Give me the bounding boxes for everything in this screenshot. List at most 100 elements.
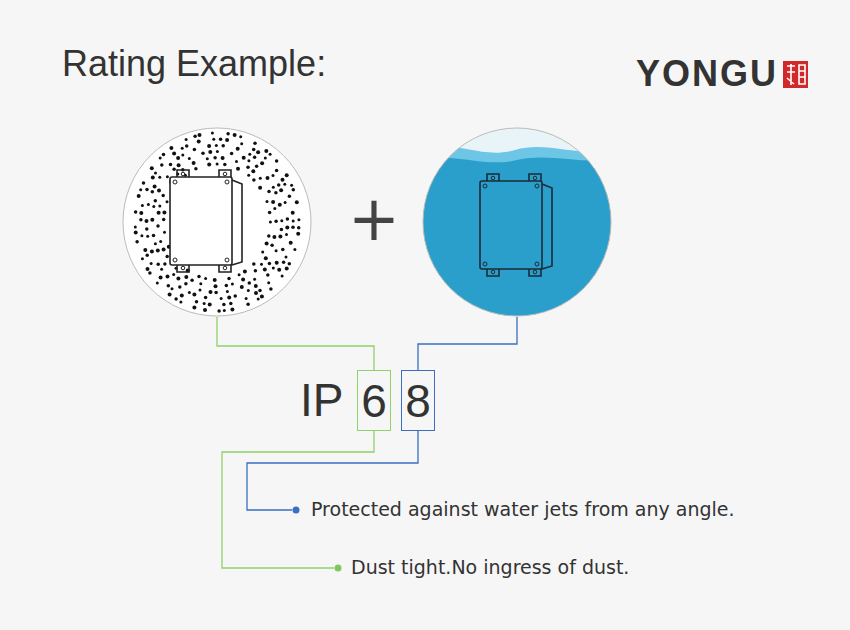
dust-dot bbox=[150, 218, 154, 222]
enclosure-icon bbox=[170, 170, 242, 272]
dust-dot bbox=[172, 167, 176, 171]
dust-dot bbox=[266, 200, 269, 203]
dust-dot bbox=[227, 277, 231, 281]
enclosure-icon bbox=[480, 174, 552, 276]
dust-dot bbox=[246, 303, 250, 307]
dust-dot bbox=[159, 276, 163, 280]
dust-dot bbox=[176, 156, 180, 160]
dust-dot bbox=[266, 176, 270, 180]
dust-dot bbox=[229, 302, 233, 306]
dust-dot bbox=[254, 291, 258, 295]
dust-dot bbox=[267, 190, 271, 194]
dust-dot bbox=[221, 156, 225, 160]
dust-dot bbox=[252, 148, 256, 152]
dust-dot bbox=[184, 282, 188, 286]
dust-dot bbox=[199, 288, 202, 291]
dust-dot bbox=[166, 275, 170, 279]
dust-dot bbox=[275, 261, 279, 265]
dust-dot bbox=[274, 220, 278, 224]
dust-dot bbox=[264, 256, 268, 260]
dust-dot bbox=[150, 166, 154, 170]
dust-dot bbox=[174, 297, 178, 301]
dust-dot bbox=[134, 226, 137, 229]
dust-dot bbox=[140, 234, 143, 237]
dust-dot bbox=[285, 226, 289, 230]
dust-dot bbox=[223, 163, 227, 167]
dust-dot bbox=[145, 219, 149, 223]
dust-dot bbox=[134, 231, 138, 235]
dust-dot bbox=[192, 293, 196, 297]
dust-dot bbox=[279, 188, 283, 192]
dust-dot bbox=[277, 268, 281, 272]
dust-dot bbox=[143, 248, 147, 252]
dust-dot bbox=[213, 278, 217, 282]
dust-dot bbox=[208, 150, 212, 154]
dust-dot bbox=[185, 144, 189, 148]
dust-dot bbox=[185, 138, 188, 141]
dust-dot bbox=[217, 309, 221, 313]
dust-dot bbox=[214, 291, 218, 295]
dust-dot bbox=[258, 186, 262, 190]
dust-dot bbox=[240, 285, 244, 289]
dust-dot bbox=[248, 153, 251, 156]
dust-dot bbox=[240, 142, 243, 145]
dust-dot bbox=[135, 240, 139, 244]
dust-dot bbox=[180, 293, 184, 297]
dust-dot bbox=[197, 140, 201, 144]
dust-dot bbox=[263, 268, 267, 272]
dust-dot bbox=[284, 201, 287, 204]
dust-dot bbox=[292, 188, 296, 192]
dust-dot bbox=[145, 227, 149, 231]
dust-dot bbox=[247, 289, 250, 292]
dust-dot bbox=[207, 144, 211, 148]
dust-dot bbox=[247, 174, 250, 177]
dust-dot bbox=[290, 184, 293, 187]
dust-dot bbox=[203, 302, 206, 305]
ip-prefix: IP bbox=[300, 377, 343, 423]
dust-dot bbox=[214, 284, 218, 288]
water-circle bbox=[420, 125, 620, 330]
dust-dot bbox=[233, 133, 237, 137]
dust-dot bbox=[171, 287, 174, 290]
dust-dot bbox=[241, 278, 245, 282]
dust-dot bbox=[216, 150, 219, 153]
dust-dot bbox=[256, 150, 260, 154]
dust-dot bbox=[209, 290, 213, 294]
dust-dot bbox=[253, 278, 256, 281]
dust-dot bbox=[226, 132, 230, 136]
dust-dot bbox=[265, 242, 269, 246]
dust-dot bbox=[258, 289, 262, 293]
dust-dot bbox=[211, 132, 214, 135]
dust-dot bbox=[184, 275, 188, 279]
rating-digit: 6 bbox=[361, 378, 387, 424]
dust-dot bbox=[204, 277, 207, 280]
dust-dot bbox=[159, 240, 162, 243]
dust-dot bbox=[253, 155, 257, 159]
dust-dot bbox=[193, 148, 197, 152]
dust-dot bbox=[197, 275, 201, 279]
dust-dot bbox=[292, 219, 295, 222]
dust-dot bbox=[252, 178, 256, 182]
dust-dot bbox=[150, 249, 154, 253]
dust-dot bbox=[230, 152, 234, 156]
dust-dot bbox=[251, 169, 255, 173]
dust-dot bbox=[181, 147, 184, 150]
dust-dot bbox=[283, 183, 286, 186]
dust-dot bbox=[154, 199, 158, 203]
dust-dot bbox=[274, 191, 278, 195]
dust-dot bbox=[145, 253, 149, 257]
dust-dot bbox=[225, 284, 229, 288]
dust-dot bbox=[152, 234, 156, 238]
dust-dot bbox=[281, 248, 285, 252]
dust-dot bbox=[222, 303, 226, 307]
dust-dot bbox=[151, 190, 155, 194]
dust-dot bbox=[146, 235, 149, 238]
dust-dot bbox=[293, 248, 296, 251]
dust-dot bbox=[223, 309, 226, 312]
water-description: Protected against water jets from any an… bbox=[311, 500, 735, 519]
dust-dot bbox=[157, 189, 161, 193]
dust-dot bbox=[280, 219, 283, 222]
dust-dot bbox=[225, 138, 229, 142]
dust-dot bbox=[269, 221, 272, 224]
